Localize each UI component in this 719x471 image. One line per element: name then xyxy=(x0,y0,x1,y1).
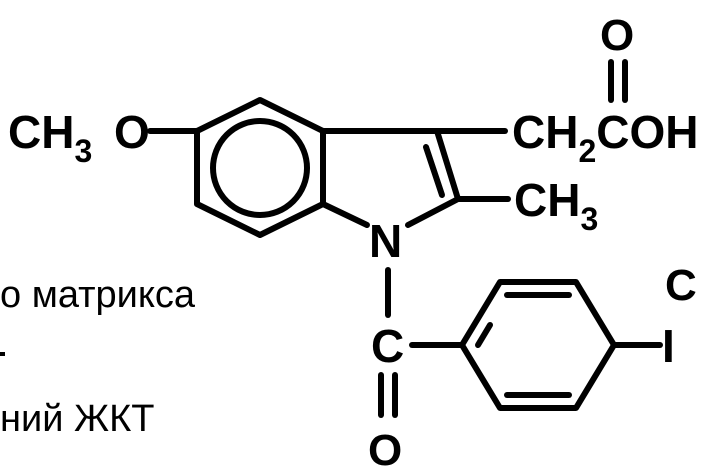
chlorine-l-label: I xyxy=(662,320,675,372)
bonds xyxy=(147,59,663,418)
benzoyl-carbon-label: C xyxy=(371,320,404,372)
caption-line-2: ний ЖКТ xyxy=(0,398,155,440)
methyl-label: CH3 xyxy=(514,174,598,237)
c2-n-bond xyxy=(405,196,461,228)
indole-benzene-aromatic-circle xyxy=(210,118,310,218)
c7a-n-bond xyxy=(320,201,370,228)
caption-fragment-mark xyxy=(0,352,5,356)
c3-c2-bond xyxy=(434,128,461,202)
nitrogen-label: N xyxy=(369,215,402,267)
benzoyl-oxygen-label: O xyxy=(368,426,402,471)
chlorophenyl-ring xyxy=(459,279,617,411)
carboxyl-oxygen-label: O xyxy=(600,11,634,60)
chlorine-c-label: C xyxy=(665,261,697,310)
caption-line-1: о матрикса xyxy=(0,274,196,316)
chlorophenyl-inner-bond-3 xyxy=(475,322,493,348)
ch2cooh-label: CH2COH xyxy=(512,106,698,169)
methoxy-carbon-label: CH3 xyxy=(8,106,92,169)
methoxy-oxygen-label: O xyxy=(114,106,150,158)
c3-c2-double-bond xyxy=(423,144,445,198)
atom-labels: CH3 O O CH2COH CH3 N C O C I xyxy=(8,11,698,471)
